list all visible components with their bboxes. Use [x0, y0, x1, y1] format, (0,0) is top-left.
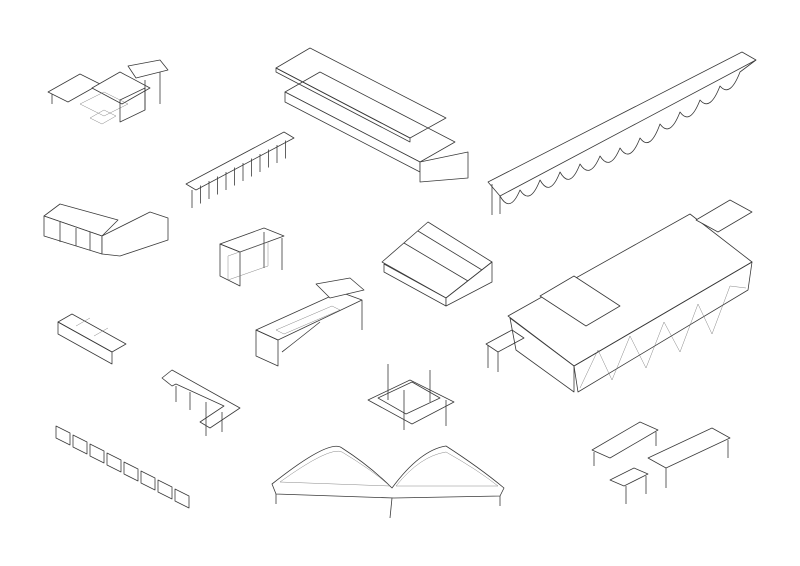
bench-structure-drawing — [57, 313, 127, 365]
fence-panel — [174, 488, 190, 509]
wavy-canopy-drawing — [487, 51, 757, 215]
double-vault-roof-drawing — [271, 445, 505, 519]
fence-panel — [123, 461, 139, 482]
fence-panel — [72, 434, 88, 455]
fence-panel — [106, 452, 122, 473]
fence-panel — [89, 443, 105, 464]
long-roof-building-drawing — [275, 47, 469, 183]
column-frame-drawing — [367, 364, 455, 430]
fence-panels-drawing — [55, 425, 190, 509]
fence-panel — [140, 470, 156, 491]
l-shaped-canopy-drawing — [161, 369, 241, 436]
courtyard-pavilion-drawing — [47, 59, 169, 125]
elevated-platform-drawing — [255, 277, 365, 367]
fence-panel — [55, 425, 71, 446]
sawtooth-building-drawing — [43, 203, 169, 257]
square-roof-building-drawing — [381, 221, 493, 307]
large-warehouse-drawing — [485, 199, 753, 393]
small-shelter-drawing — [219, 227, 285, 287]
canopy-cluster-drawing — [591, 421, 731, 504]
fence-panel — [157, 479, 173, 500]
pergola-drawing — [185, 131, 295, 208]
